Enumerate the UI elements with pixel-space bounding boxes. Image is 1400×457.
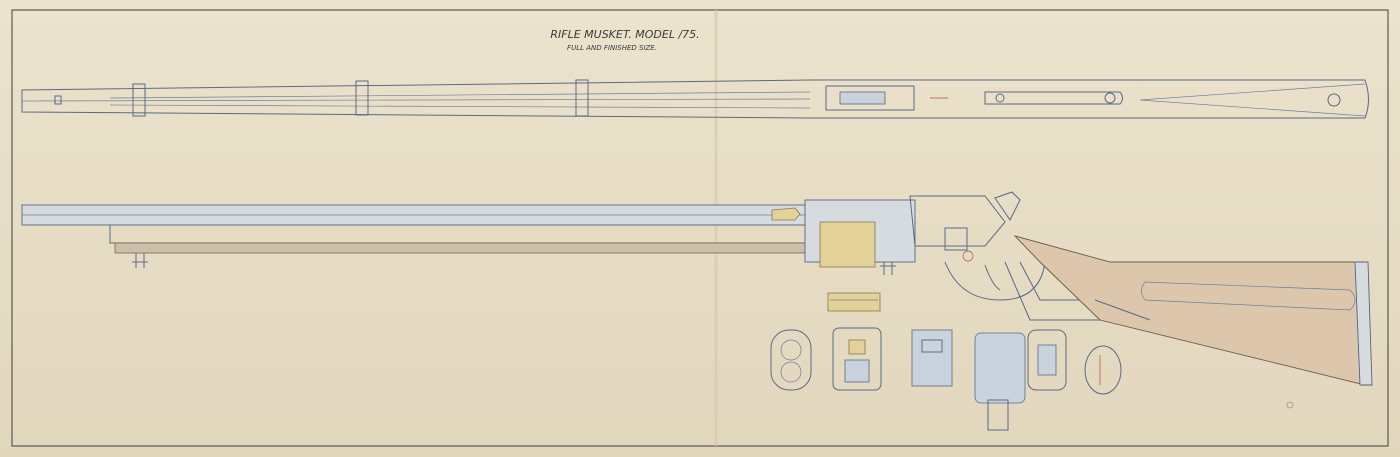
top-view-band-1 <box>132 83 146 117</box>
side-view-stock <box>1013 235 1366 386</box>
top-view <box>21 79 1369 119</box>
top-view-stock-line-lower <box>109 104 811 109</box>
top-view-receiver <box>825 85 915 111</box>
side-view-lever-spring <box>1094 299 1151 321</box>
cross-sections <box>770 327 1122 431</box>
top-view-front-sight <box>54 95 62 105</box>
detail-part-strip <box>827 292 881 312</box>
section-4-tang <box>987 399 1009 431</box>
side-view-cartridge <box>771 207 801 221</box>
side-view <box>21 191 1373 386</box>
top-view-stock-line-upper <box>109 91 811 99</box>
registration-mark <box>1286 401 1294 409</box>
section-3 <box>911 329 953 387</box>
side-view-hammer-pin <box>962 250 974 262</box>
side-view-butt-plate <box>1354 261 1373 386</box>
side-view-trigger <box>984 264 1001 291</box>
side-view-hammer <box>994 191 1021 221</box>
side-view-magazine-tube <box>114 242 821 254</box>
top-view-rear-screw <box>1104 92 1116 104</box>
section-1-bore <box>780 339 802 361</box>
top-view-tang-screw <box>995 93 1005 103</box>
side-view-action <box>909 195 1006 247</box>
drawing-title: RIFLE MUSKET. MODEL /75. <box>550 28 699 41</box>
top-view-butt-screw <box>1327 93 1341 107</box>
section-4 <box>974 332 1026 404</box>
top-view-breech <box>839 91 886 105</box>
top-view-bore-line <box>21 98 811 102</box>
top-view-band-2 <box>355 80 369 116</box>
side-view-stock-cavity <box>1141 281 1356 311</box>
top-view-band-3 <box>575 79 589 117</box>
section-3-slot <box>921 339 943 353</box>
drawing-subtitle: FULL AND FINISHED SIZE. <box>567 44 657 52</box>
section-5 <box>1027 329 1067 391</box>
section-2-insert <box>848 339 866 355</box>
section-6 <box>1084 345 1122 395</box>
section-5-core <box>1037 344 1057 376</box>
side-view-cylinder <box>819 221 876 268</box>
side-view-side-plate <box>944 227 968 251</box>
side-view-trigger-guard <box>944 261 1046 301</box>
top-view-outline <box>21 79 1369 119</box>
side-view-forend <box>109 224 821 244</box>
top-view-butt-lines <box>1139 83 1366 117</box>
section-1-tube <box>780 361 802 383</box>
sheet-border <box>11 9 1389 447</box>
section-2 <box>832 327 882 391</box>
side-view-sling-swivel <box>132 253 148 268</box>
section-1 <box>770 329 812 391</box>
section-2-block <box>844 359 870 383</box>
top-view-tang <box>984 91 1123 105</box>
